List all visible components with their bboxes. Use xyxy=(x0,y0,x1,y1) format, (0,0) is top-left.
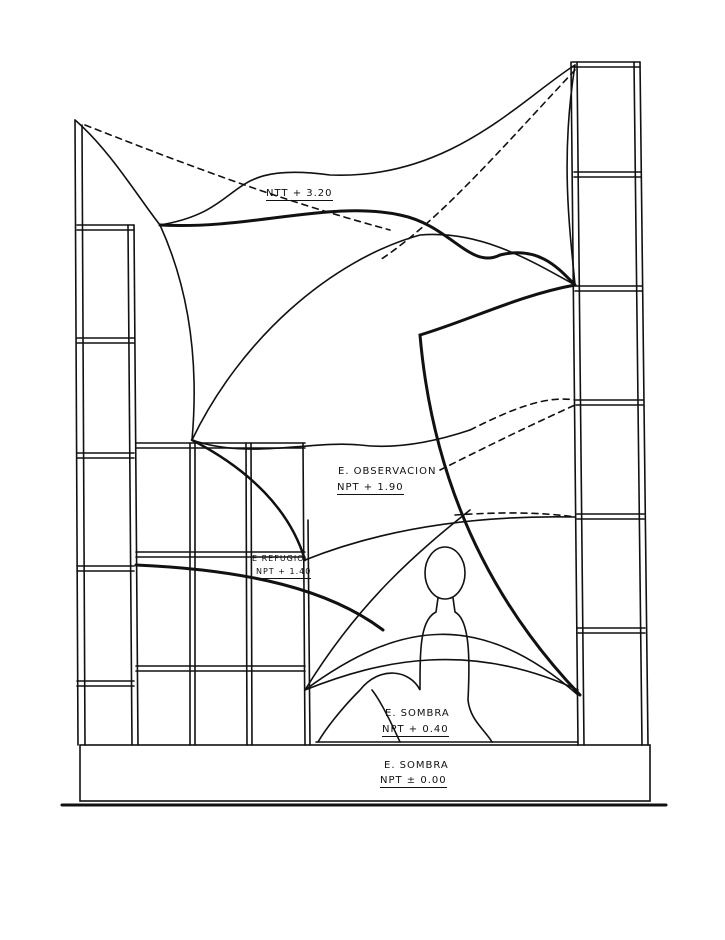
middle-grid xyxy=(135,442,311,746)
roof-level-label: NTT + 3.20 xyxy=(266,188,333,201)
refuge-level: NPT + 1.40 xyxy=(256,566,312,579)
observation-title: E. OBSERVACION xyxy=(338,466,437,477)
shade-upper-title: E. SOMBRA xyxy=(385,708,450,719)
membranes xyxy=(74,64,582,697)
shade-ground-title: E. SOMBRA xyxy=(384,760,449,771)
right-tower xyxy=(570,61,649,746)
base-platform xyxy=(60,741,668,807)
observation-level: NPT + 1.90 xyxy=(337,482,404,495)
shade-ground-level: NPT ± 0.00 xyxy=(380,775,447,788)
shade-upper-level: NPT + 0.40 xyxy=(382,724,449,737)
refuge-title: E REFUGIO xyxy=(252,554,305,563)
left-frame xyxy=(74,119,139,746)
